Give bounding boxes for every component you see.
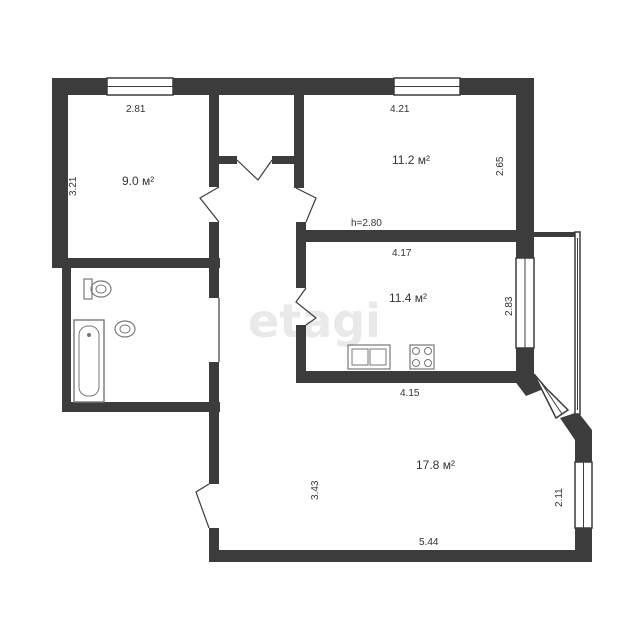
- dimensions: 2.81 3.21 4.21 2.65 h=2.80 4.17 2.83 4.1…: [68, 104, 565, 548]
- living-width: 5.44: [419, 537, 439, 548]
- bedroom-height: 3.21: [68, 176, 79, 196]
- room-width: 4.21: [390, 104, 410, 115]
- toilet-icon: [83, 278, 112, 300]
- bedroom-width: 2.81: [126, 104, 146, 115]
- bathroom-fixtures: [73, 278, 136, 403]
- ceiling-height: h=2.80: [351, 218, 382, 229]
- kitchen-height: 2.83: [504, 296, 515, 316]
- living-height-left: 3.43: [310, 480, 321, 500]
- sink-icon: [114, 320, 136, 338]
- doors: [195, 159, 318, 529]
- room-height: 2.65: [495, 156, 506, 176]
- living-area: 17.8 м²: [416, 458, 455, 472]
- kitchen-width-bottom: 4.15: [400, 388, 420, 399]
- room-area: 11.2 м²: [392, 153, 430, 167]
- windows: [106, 77, 593, 529]
- watermark: etagi: [248, 294, 381, 348]
- balcony: [534, 231, 581, 415]
- kitchen-width-top: 4.17: [392, 248, 412, 259]
- kitchen-fixtures: [347, 344, 435, 370]
- bedroom-area: 9.0 м²: [122, 174, 154, 188]
- kitchen-sink-icon: [347, 344, 391, 370]
- stove-icon: [409, 344, 435, 370]
- bathtub-icon: [73, 319, 105, 403]
- living-height-right: 2.11: [554, 488, 565, 507]
- kitchen-area: 11.4 м²: [389, 291, 427, 305]
- room-labels: 9.0 м² 11.2 м² 11.4 м² 17.8 м²: [122, 153, 455, 472]
